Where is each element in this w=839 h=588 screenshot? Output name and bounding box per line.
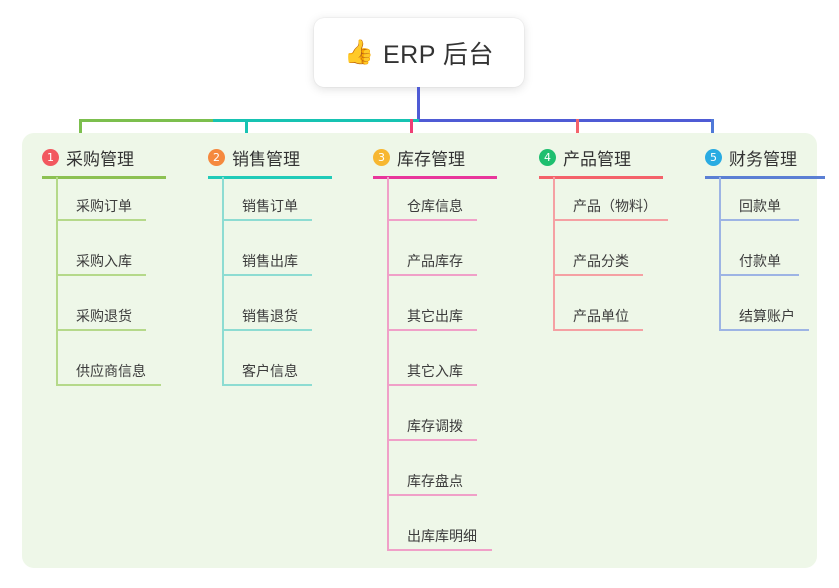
branch-title-product: 产品管理 — [563, 150, 631, 169]
branch-item-underline — [56, 274, 146, 276]
root-node-title: ERP 后台 — [382, 40, 494, 69]
branch-item-label: 其它出库 — [407, 308, 463, 324]
branch-header-inventory[interactable]: 3 库存管理 — [373, 145, 465, 170]
branch-item-underline — [719, 219, 799, 221]
branch-item-product-2[interactable]: 产品单位 — [553, 301, 643, 331]
branch-spine-sales — [222, 177, 224, 386]
branch-item-label: 销售出库 — [242, 253, 298, 269]
branch-item-purchase-3[interactable]: 供应商信息 — [56, 356, 161, 386]
branch-spine-product — [553, 177, 555, 331]
branch-underline-inventory — [373, 176, 497, 179]
branch-number-badge-finance: 5 — [705, 149, 722, 166]
branch-item-underline — [553, 219, 668, 221]
branch-item-inventory-0[interactable]: 仓库信息 — [387, 191, 477, 221]
branch-title-finance: 财务管理 — [729, 150, 797, 169]
branch-item-underline — [222, 384, 312, 386]
root-drop-line — [417, 87, 420, 121]
bus-segment-teal — [213, 119, 419, 122]
branch-item-label: 采购入库 — [76, 253, 132, 269]
branch-underline-product — [539, 176, 663, 179]
branch-spine-finance — [719, 177, 721, 331]
branch-item-inventory-6[interactable]: 出库库明细 — [387, 521, 492, 551]
branch-title-sales: 销售管理 — [232, 150, 300, 169]
root-node-card[interactable]: 👍 ERP 后台 — [314, 18, 524, 87]
branch-item-label: 其它入库 — [407, 363, 463, 379]
branch-item-underline — [56, 219, 146, 221]
branch-header-purchase[interactable]: 1 采购管理 — [42, 145, 134, 170]
branch-underline-finance — [705, 176, 825, 179]
branch-header-sales[interactable]: 2 销售管理 — [208, 145, 300, 170]
branch-item-inventory-2[interactable]: 其它出库 — [387, 301, 477, 331]
branch-item-label: 销售订单 — [242, 198, 298, 214]
branch-item-underline — [222, 274, 312, 276]
branch-spine-purchase — [56, 177, 58, 386]
branch-item-inventory-4[interactable]: 库存调拨 — [387, 411, 477, 441]
root-node-content: 👍 ERP 后台 — [344, 35, 494, 71]
branch-item-finance-0[interactable]: 回款单 — [719, 191, 799, 221]
branch-item-label: 付款单 — [739, 253, 781, 269]
branch-title-inventory: 库存管理 — [397, 150, 465, 169]
branch-underline-sales — [208, 176, 332, 179]
branch-item-label: 供应商信息 — [76, 363, 146, 379]
branch-item-label: 产品分类 — [573, 253, 629, 269]
branch-item-inventory-5[interactable]: 库存盘点 — [387, 466, 477, 496]
branch-number-badge-inventory: 3 — [373, 149, 390, 166]
branch-number-badge-sales: 2 — [208, 149, 225, 166]
branch-item-sales-3[interactable]: 客户信息 — [222, 356, 312, 386]
bus-segment-indigo — [419, 119, 713, 122]
branch-item-label: 出库库明细 — [407, 528, 477, 544]
branch-title-purchase: 采购管理 — [66, 150, 134, 169]
branch-item-label: 产品（物料） — [573, 198, 657, 214]
branch-item-underline — [56, 384, 161, 386]
thumbs-up-icon: 👍 — [344, 38, 374, 66]
branch-item-label: 采购订单 — [76, 198, 132, 214]
branch-spine-inventory — [387, 177, 389, 551]
branch-item-product-0[interactable]: 产品（物料） — [553, 191, 668, 221]
branch-item-underline — [387, 329, 477, 331]
branch-item-label: 产品单位 — [573, 308, 629, 324]
branch-item-underline — [56, 329, 146, 331]
bus-segment-green — [80, 119, 213, 122]
branch-item-sales-1[interactable]: 销售出库 — [222, 246, 312, 276]
branch-item-underline — [387, 219, 477, 221]
branch-item-underline — [719, 329, 809, 331]
branch-item-underline — [222, 219, 312, 221]
branch-item-label: 产品库存 — [407, 253, 463, 269]
branch-header-product[interactable]: 4 产品管理 — [539, 145, 631, 170]
branch-item-underline — [387, 549, 492, 551]
branches-panel: 1 采购管理采购订单采购入库采购退货供应商信息 2 销售管理销售订单销售出库销售退货客… — [22, 133, 825, 568]
branch-item-inventory-3[interactable]: 其它入库 — [387, 356, 477, 386]
branch-item-label: 采购退货 — [76, 308, 132, 324]
branch-number-badge-purchase: 1 — [42, 149, 59, 166]
branch-item-label: 库存调拨 — [407, 418, 463, 434]
branch-item-underline — [387, 274, 477, 276]
branch-item-underline — [387, 439, 477, 441]
branch-item-label: 仓库信息 — [407, 198, 463, 214]
branch-item-label: 销售退货 — [242, 308, 298, 324]
branch-item-purchase-2[interactable]: 采购退货 — [56, 301, 146, 331]
branch-item-sales-2[interactable]: 销售退货 — [222, 301, 312, 331]
branch-item-label: 库存盘点 — [407, 473, 463, 489]
branch-item-underline — [553, 274, 643, 276]
branch-item-finance-2[interactable]: 结算账户 — [719, 301, 809, 331]
branch-header-finance[interactable]: 5 财务管理 — [705, 145, 797, 170]
branch-item-purchase-0[interactable]: 采购订单 — [56, 191, 146, 221]
branch-item-underline — [387, 494, 477, 496]
branch-item-underline — [719, 274, 799, 276]
branch-item-inventory-1[interactable]: 产品库存 — [387, 246, 477, 276]
branch-item-sales-0[interactable]: 销售订单 — [222, 191, 312, 221]
branch-item-product-1[interactable]: 产品分类 — [553, 246, 643, 276]
branch-item-label: 结算账户 — [739, 308, 795, 324]
branch-item-finance-1[interactable]: 付款单 — [719, 246, 799, 276]
branch-item-purchase-1[interactable]: 采购入库 — [56, 246, 146, 276]
branch-item-label: 客户信息 — [242, 363, 298, 379]
branch-number-badge-product: 4 — [539, 149, 556, 166]
branch-item-underline — [553, 329, 643, 331]
branch-item-underline — [222, 329, 312, 331]
branch-item-label: 回款单 — [739, 198, 781, 214]
branch-underline-purchase — [42, 176, 166, 179]
branch-item-underline — [387, 384, 477, 386]
